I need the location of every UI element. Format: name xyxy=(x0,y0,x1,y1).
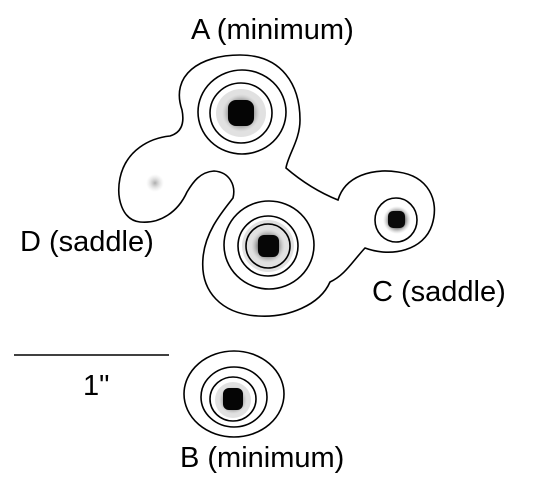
label-image-a: A (minimum) xyxy=(191,14,354,46)
label-image-b: B (minimum) xyxy=(180,442,345,474)
image-c-core xyxy=(388,211,405,228)
label-image-d: D (saddle) xyxy=(20,226,154,258)
label-scale: 1" xyxy=(83,370,110,402)
lens-galaxy-core xyxy=(258,235,279,257)
a-contour-2 xyxy=(209,82,273,144)
image-d xyxy=(146,174,164,192)
label-image-c: C (saddle) xyxy=(372,276,506,308)
b-contour-1 xyxy=(183,350,285,438)
galaxy-contour-1 xyxy=(223,200,315,290)
image-a-core xyxy=(228,100,254,126)
galaxy-contour-2 xyxy=(237,215,299,277)
a-contour-1 xyxy=(197,69,287,155)
b-contour-2 xyxy=(200,366,268,428)
outer-contour xyxy=(118,54,436,317)
b-contour-3 xyxy=(209,376,257,422)
galaxy-contour-3 xyxy=(245,223,291,269)
image-b-core xyxy=(223,388,243,410)
c-contour xyxy=(374,197,418,243)
